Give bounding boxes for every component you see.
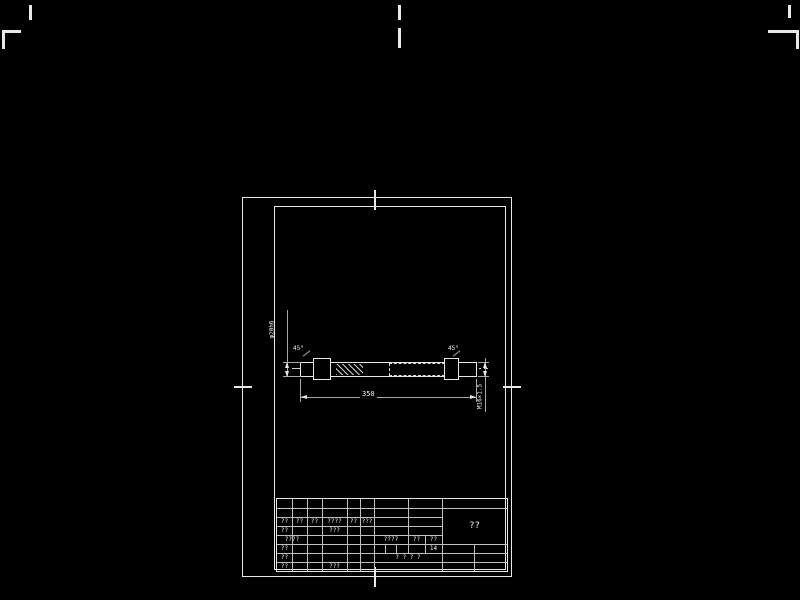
grid-line: [322, 499, 323, 571]
grid-line: [408, 499, 409, 553]
revision-header-cell: ???: [361, 518, 373, 525]
dim-length-line: [301, 397, 476, 398]
grid-line: [277, 553, 507, 554]
grid-line: [277, 517, 442, 518]
sign-row-label: ??: [280, 554, 289, 561]
registration-tick-top-right: [788, 5, 791, 18]
dim-length-label: 350: [360, 390, 377, 398]
dim-left-label: φ20h6: [268, 320, 276, 339]
part-name-cell: ??: [469, 521, 480, 531]
title-block: ?? ?? ?? ???? ?? ??? ?? ??? ???? ?? ?? ?…: [276, 498, 508, 572]
shaft-thread-section: [389, 363, 445, 376]
registration-bar-top-center: [398, 28, 401, 48]
dim-left-extension-bottom: [283, 376, 301, 377]
dim-left-extension-top: [283, 362, 301, 363]
registration-tick-top-left: [29, 5, 32, 20]
shaft-hatch-section: [336, 364, 363, 375]
grid-line: [292, 499, 293, 571]
stage-header-cell: ????: [383, 536, 399, 543]
centering-mark-bottom: [374, 567, 376, 587]
dim-arrow-icon: [470, 395, 476, 399]
shaft-right-end: [458, 362, 477, 377]
revision-header-cell: ??: [295, 518, 304, 525]
grid-line: [347, 499, 348, 571]
dim-left-line: [287, 310, 288, 377]
grid-line: [374, 499, 375, 571]
grid-line: [307, 499, 308, 571]
revision-header-cell: ??: [310, 518, 319, 525]
shaft-left-collar: [313, 358, 331, 380]
centering-mark-left: [234, 386, 252, 388]
chamfer-label-left: 45°: [293, 345, 304, 352]
grid-line: [277, 526, 442, 527]
corner-mark-top-right-icon: [768, 30, 799, 49]
centering-mark-right: [503, 386, 521, 388]
grid-line: [425, 535, 426, 553]
dim-length-extension-right: [476, 379, 477, 402]
grid-line: [277, 562, 507, 563]
grid-line: [442, 499, 443, 571]
grid-line: [277, 508, 507, 509]
grid-line: [277, 544, 507, 545]
dim-right-line: [485, 358, 486, 412]
dim-arrow-icon: [483, 362, 487, 368]
scale-value: 14: [429, 545, 438, 552]
dim-arrow-icon: [301, 395, 307, 399]
sheet-inner-border: [274, 206, 506, 570]
sign-row-label: ??: [280, 545, 289, 552]
registration-tick-top-center: [398, 5, 401, 20]
grid-line: [385, 544, 386, 553]
corner-mark-top-left-icon: [2, 30, 21, 49]
sheet-info: ? ? ? ?: [395, 554, 421, 561]
sign-row-label: ??: [280, 527, 289, 534]
revision-header-cell: ??: [349, 518, 358, 525]
grid-line: [474, 544, 475, 571]
stage-header-cell: ??: [412, 536, 421, 543]
dim-length-extension-left: [300, 379, 301, 402]
stage-header-cell: ??: [429, 536, 438, 543]
grid-line: [396, 544, 397, 553]
dim-arrow-icon: [285, 371, 289, 377]
grid-line: [360, 499, 361, 571]
dim-arrow-icon: [483, 371, 487, 377]
sign-row-label: ????: [284, 536, 300, 543]
revision-header-cell: ????: [327, 518, 342, 525]
shaft-right-collar: [444, 358, 459, 380]
revision-header-cell: ??: [280, 518, 289, 525]
sign-row-label: ??: [280, 563, 289, 570]
dim-right-label: M16×1.5: [476, 383, 484, 410]
chamfer-label-right: 45°: [448, 345, 459, 352]
centering-mark-top: [374, 190, 376, 210]
dim-arrow-icon: [285, 362, 289, 368]
sign-row-date: ???: [329, 527, 340, 534]
shaft-left-end: [300, 362, 314, 377]
sign-row-date: ???: [329, 563, 340, 570]
grid-line: [277, 535, 442, 536]
